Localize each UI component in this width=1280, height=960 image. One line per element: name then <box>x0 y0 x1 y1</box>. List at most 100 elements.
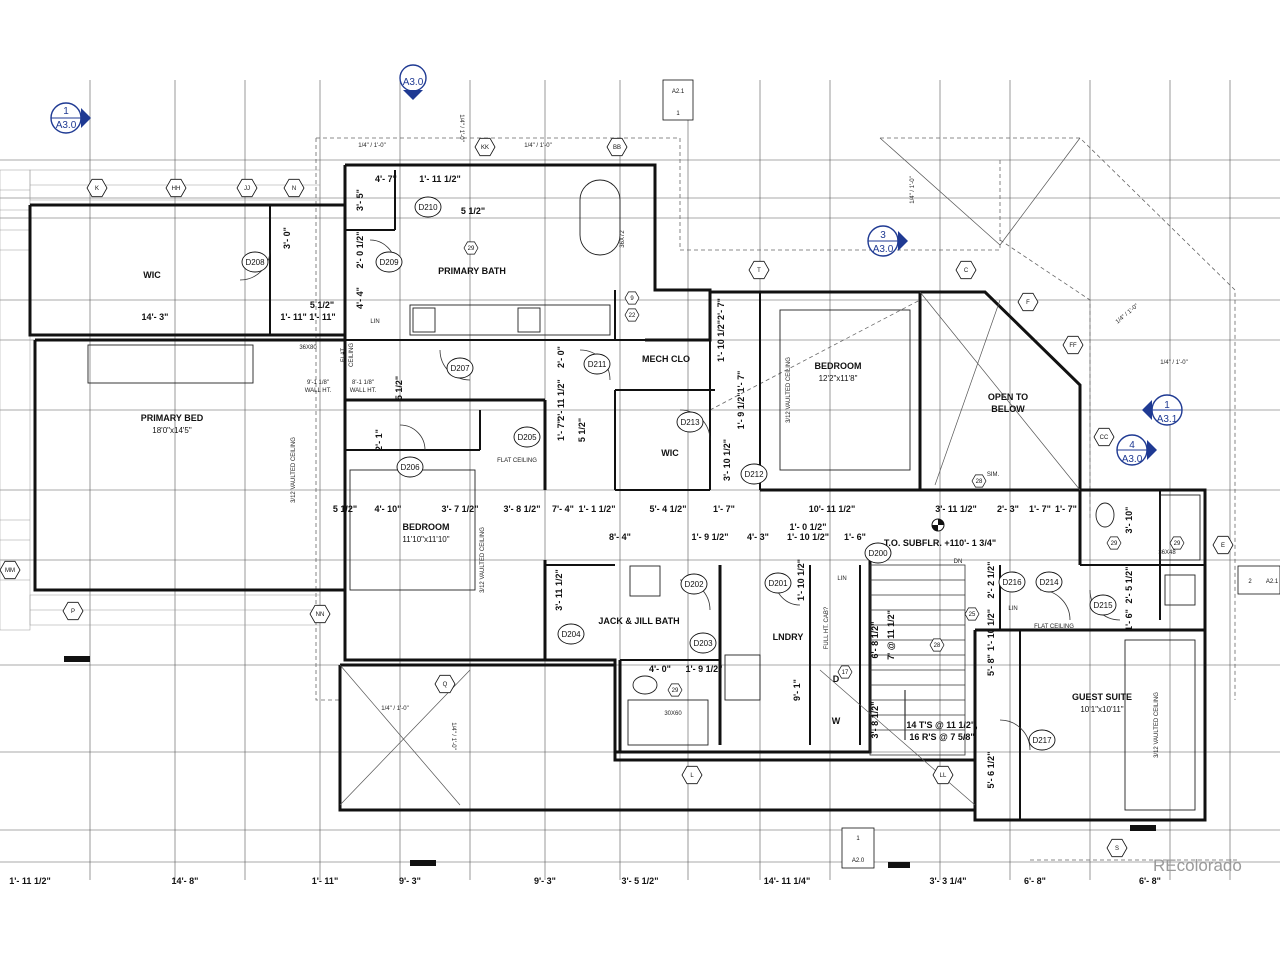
dim-3-8-half: 3'- 8 1/2" <box>504 504 541 514</box>
bottom-dim: 3'- 5 1/2" <box>622 876 659 886</box>
dim-4-4: 4'- 4" <box>355 287 365 309</box>
grid-tag-bb: BB <box>606 137 628 157</box>
svg-text:E: E <box>1221 543 1225 549</box>
door-tag-d211: D211 <box>583 353 611 375</box>
dim-2-0-half: 2'- 0 1/2" <box>355 232 365 269</box>
svg-text:BB: BB <box>613 145 621 151</box>
svg-text:D210: D210 <box>418 203 438 212</box>
dim-1-9-half-b: 1'- 9 1/2" <box>686 664 723 674</box>
section-a5-sheet: A3.0 <box>1122 454 1143 465</box>
dim-5-8: 5'- 8" <box>986 654 996 676</box>
svg-text:29: 29 <box>1174 541 1181 547</box>
scale-bars <box>64 656 1156 868</box>
grid-tag-hh: HH <box>165 178 187 198</box>
dim-14-3: 14'- 3" <box>142 312 169 322</box>
keynote-22: 22 <box>624 308 640 322</box>
dim-2-0: 2'- 0" <box>556 346 566 368</box>
section-a1-num: 1 <box>63 106 69 117</box>
dim-5-half: 5 1/2" <box>461 206 485 216</box>
dim-6-8-half: 6'- 8 1/2" <box>870 622 880 659</box>
keynote-29: 29 <box>1106 536 1122 550</box>
bottom-dim: 3'- 3 1/4" <box>930 876 967 886</box>
keynote-29: 29 <box>463 241 479 255</box>
svg-text:L: L <box>690 773 694 779</box>
ceiling-note: CEILING <box>349 343 355 367</box>
door-tag-d215: D215 <box>1089 594 1117 616</box>
door-tag-d217: D217 <box>1028 729 1056 751</box>
dim-3-8-half-v: 3'- 8 1/2" <box>870 702 880 739</box>
grid-tag-ff: FF <box>1062 335 1084 355</box>
svg-text:N: N <box>292 186 296 192</box>
bottom-dim: 1'- 11" <box>312 876 338 886</box>
grid-tag-c: C <box>955 260 977 280</box>
grid-tag-s: S <box>1106 838 1128 858</box>
grid-tag-nn: NN <box>309 604 331 624</box>
flat-note: FLAT <box>341 348 347 363</box>
section-marker-a3: 3 A3.0 <box>867 225 908 257</box>
bath-size: 30X60 <box>664 711 682 717</box>
dim-1-10-2-7: 1'- 10 1/2"2'- 7" <box>716 298 726 362</box>
room-guest-suite-size: 10'1"x10'11" <box>1080 705 1123 714</box>
door-tag-d203: D203 <box>689 632 717 654</box>
door-tag-d208: D208 <box>241 251 269 273</box>
room-primary-bed: PRIMARY BED <box>141 413 204 423</box>
dim-1-10-half-g: 1'- 10 1/2" <box>986 609 996 651</box>
svg-text:K: K <box>95 186 99 192</box>
svg-text:MM: MM <box>5 568 15 574</box>
room-open-below-1: OPEN TO <box>988 392 1028 402</box>
door-tag-d212: D212 <box>740 463 768 485</box>
dashed-outlines <box>315 137 1240 861</box>
keynote-29: 29 <box>667 683 683 697</box>
stairs <box>869 564 966 756</box>
svg-text:D209: D209 <box>379 258 399 267</box>
fixtures <box>87 179 1201 811</box>
dim-1-6: 1'- 6" <box>844 532 866 542</box>
room-open-below-2: BELOW <box>991 404 1025 414</box>
dim-2-5-half: 2'- 5 1/2" <box>1124 567 1134 604</box>
dim-3-5: 3'- 5" <box>355 189 365 211</box>
svg-text:17: 17 <box>842 670 849 676</box>
dim-1-7-c: 1'- 7" <box>1029 504 1051 514</box>
dim-1-10-half-v: 1'- 10 1/2" <box>796 559 806 601</box>
section-a2-1-sheet: A2.1 <box>672 89 685 95</box>
bottom-dim: 6'- 8" <box>1024 876 1046 886</box>
full-cab-note: FULL HT. CAB? <box>824 606 830 649</box>
svg-text:D214: D214 <box>1039 578 1059 587</box>
svg-text:D203: D203 <box>693 639 713 648</box>
dim-1-9-1-7: 1'- 9 1/2"1'- 7" <box>736 371 746 430</box>
dim-1-7: 1'- 7" <box>556 419 566 441</box>
site-pattern <box>0 169 321 631</box>
svg-text:22: 22 <box>629 313 636 319</box>
svg-text:D201: D201 <box>768 579 788 588</box>
door-tag-d205: D205 <box>513 426 541 448</box>
grid-tag-q: Q <box>434 674 456 694</box>
grid-tag-f: F <box>1017 292 1039 312</box>
svg-text:KK: KK <box>481 145 489 151</box>
bottom-dim: 1'- 11 1/2" <box>9 876 50 886</box>
svg-text:HH: HH <box>172 186 181 192</box>
lin-2: LIN <box>837 576 846 582</box>
door-tag-d200: D200 <box>864 542 892 564</box>
room-wic: WIC <box>143 270 161 280</box>
dim-3-7-half: 3'- 7 1/2" <box>442 504 479 514</box>
grid-tag-p: P <box>62 601 84 621</box>
dim-1-0-half: 1'- 0 1/2" <box>790 522 827 532</box>
dim-7-4: 7'- 4" <box>552 504 574 514</box>
dim-1-11-half: 1'- 11 1/2" <box>419 174 460 184</box>
keynote-29: 29 <box>1169 536 1185 550</box>
section-right-num: 2 <box>1248 579 1252 585</box>
dim-3-0: 3'- 0" <box>282 227 292 249</box>
vaulted-note-1: 3/12 VAULTED CEILING <box>291 437 297 503</box>
svg-text:28: 28 <box>934 643 941 649</box>
section-right-sheet: A2.1 <box>1266 579 1279 585</box>
dim-2-3: 2'- 3" <box>997 504 1019 514</box>
door-tag-d216: D216 <box>998 571 1026 593</box>
scale-note-8: 1/4" / 1'-0" <box>450 722 456 749</box>
svg-text:D204: D204 <box>561 630 581 639</box>
dim-2-2-half: 2'- 2 1/2" <box>986 562 996 599</box>
svg-text:D216: D216 <box>1002 578 1022 587</box>
svg-text:D202: D202 <box>684 580 704 589</box>
scale-note-2: 1/4" / 1'-0" <box>524 143 551 149</box>
